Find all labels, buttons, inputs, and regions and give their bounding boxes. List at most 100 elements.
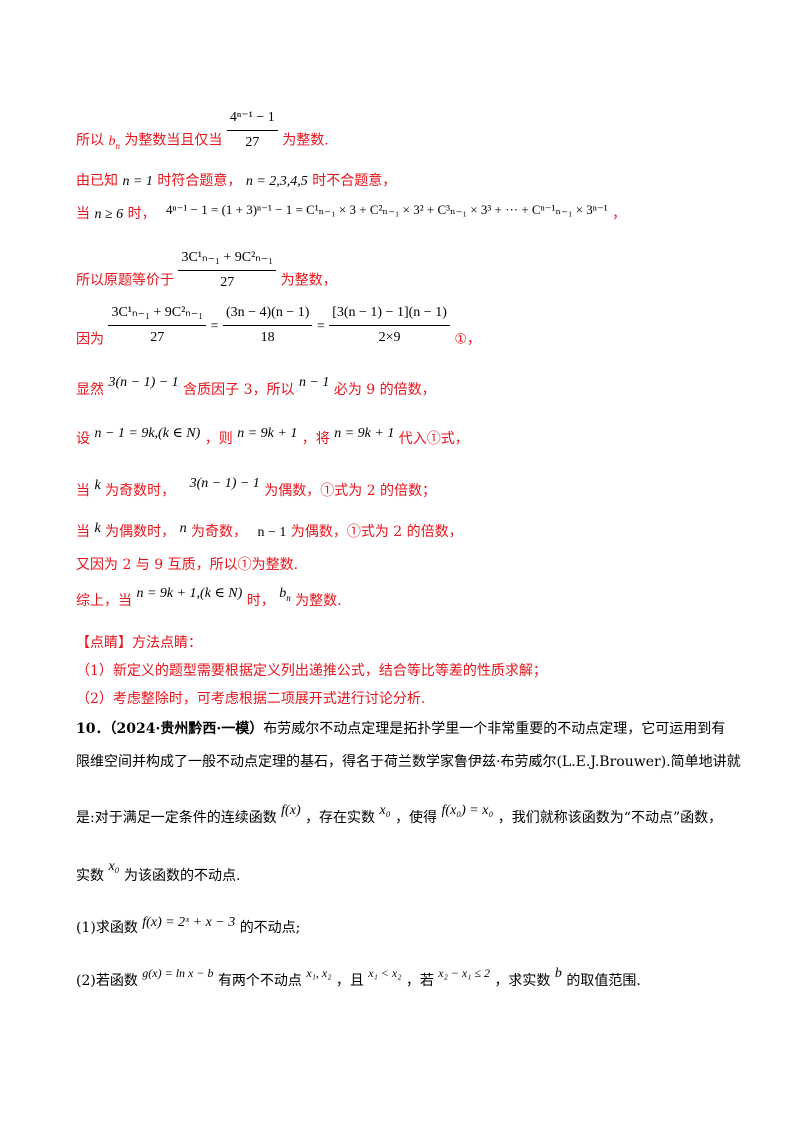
fraction-denominator: 27 — [245, 135, 260, 150]
text: 由已知 — [76, 173, 118, 189]
math-var: b — [279, 586, 287, 601]
math-subscript: n — [115, 140, 120, 151]
problem-source: （2024·贵州黔西·一模） — [109, 721, 264, 737]
fraction: 3C¹ₙ₋₁ + 9C²ₙ₋₁ 27 — [178, 248, 277, 293]
math-var: k — [94, 521, 101, 536]
text: 限维空间并构成了一般不动点定理的基石，得名于荷兰数学家鲁伊兹·布劳威尔(L.E.… — [76, 754, 741, 770]
text: （2）考虑整除时，可考虑根据二项展开式进行讨论分析. — [76, 691, 426, 707]
math-expression: n = 9k + 1 — [237, 426, 298, 441]
problem-line-4: 实数 x₀ 为该函数的不动点. — [76, 859, 240, 887]
math-expression: g(x) = ln x − b — [142, 966, 214, 980]
solution-line-3: 当 n ≥ 6 时， 4ⁿ⁻¹ − 1 = (1 + 3)ⁿ⁻¹ − 1 = C… — [76, 202, 626, 225]
text: 有两个不动点 — [217, 973, 302, 989]
text: ，使得 — [395, 810, 438, 826]
math-expression: f(x) — [281, 803, 301, 818]
fraction-numerator: (3n − 4)(n − 1) — [222, 303, 313, 326]
math-expression: x₂ − x₁ ≤ 2 — [438, 966, 490, 980]
text: (2)若函数 — [76, 973, 138, 989]
text: ，求实数 — [494, 973, 551, 989]
text: ，我们就称该函数为“不动点”函数， — [497, 810, 723, 826]
math-var: b — [554, 966, 562, 981]
text: 时不合题意， — [312, 173, 397, 189]
text: 显然 — [76, 382, 104, 398]
math-expression: n = 9k + 1,(k ∈ N) — [136, 586, 243, 601]
problem-line-2: 限维空间并构成了一般不动点定理的基石，得名于荷兰数学家鲁伊兹·布劳威尔(L.E.… — [76, 752, 741, 772]
binomial-expansion: 4ⁿ⁻¹ − 1 = (1 + 3)ⁿ⁻¹ − 1 = C¹ₙ₋₁ × 3 + … — [166, 202, 608, 217]
fraction: [3(n − 1) − 1](n − 1) 2×9 — [329, 303, 450, 348]
text: （1）新定义的题型需要根据定义列出递推公式，结合等比等差的性质求解； — [76, 663, 547, 679]
text: 是:对于满足一定条件的连续函数 — [76, 810, 277, 826]
problem-line-1: 10．（2024·贵州黔西·一模）布劳威尔不动点定理是拓扑学里一个非常重要的不动… — [76, 719, 725, 739]
solution-line-8: 当 k 为奇数时， 3(n − 1) − 1 为偶数，①式为 2 的倍数； — [76, 476, 437, 502]
fraction-denominator: 27 — [220, 275, 235, 290]
text: ，则 — [204, 431, 233, 447]
equation-label: ①， — [454, 331, 481, 348]
fraction-denominator: 27 — [150, 330, 165, 345]
text: 当 — [76, 483, 90, 499]
fraction: 4ⁿ⁻¹ − 1 27 — [226, 108, 278, 153]
math-expression: 3(n − 1) − 1 — [189, 476, 260, 491]
math-expression: x₁, x₂ — [306, 966, 332, 980]
fraction-numerator: 3C¹ₙ₋₁ + 9C²ₙ₋₁ — [108, 303, 207, 326]
text: ，存在实数 — [305, 810, 376, 826]
math-expression: n − 1 — [298, 375, 330, 390]
equals-sign: = — [316, 318, 325, 334]
text: 时， — [127, 206, 156, 222]
question-1: (1)求函数 f(x) = 2ˣ + x − 3 的不动点; — [76, 915, 300, 939]
solution-line-7: 设 n − 1 = 9k,(k ∈ N) ，则 n = 9k + 1 ，将 n … — [76, 426, 469, 450]
math-var: x₀ — [379, 803, 391, 818]
math-expression: x₁ < x₂ — [368, 966, 402, 980]
comment-title: 【点睛】方法点睛： — [76, 635, 202, 651]
text: 所以 — [76, 132, 104, 149]
solution-line-6: 显然 3(n − 1) − 1 含质因子 3，所以 n − 1 必为 9 的倍数… — [76, 375, 436, 401]
text: ，若 — [405, 973, 434, 989]
fraction: 3C¹ₙ₋₁ + 9C²ₙ₋₁ 27 — [108, 303, 207, 348]
solution-line-10: 又因为 2 与 9 互质，所以①为整数. — [76, 555, 298, 575]
text: 时符合题意， — [157, 173, 242, 189]
problem-number: 10． — [76, 721, 110, 737]
text: 又因为 2 与 9 互质，所以①为整数. — [76, 557, 299, 573]
math-var: k — [94, 478, 101, 493]
solution-line-11: 综上，当 n = 9k + 1,(k ∈ N) 时， bn 为整数. — [76, 586, 342, 616]
fraction-denominator: 2×9 — [378, 330, 401, 345]
text: 为偶数，①式为 2 的倍数； — [264, 483, 437, 499]
math-b: bn — [279, 586, 291, 603]
text: 所以原题等价于 — [76, 272, 174, 289]
math-var: b — [108, 133, 116, 149]
math-expression: n = 9k + 1 — [334, 426, 395, 441]
text: ，将 — [301, 431, 330, 447]
text: 因为 — [76, 331, 104, 348]
fraction: (3n − 4)(n − 1) 18 — [222, 303, 313, 348]
math-expression: f(x) = 2ˣ + x − 3 — [142, 915, 236, 930]
math-expression: 3(n − 1) − 1 — [108, 375, 179, 390]
fraction-denominator: 18 — [260, 330, 275, 345]
math-expression: n − 1 — [257, 525, 287, 540]
question-2: (2)若函数 g(x) = ln x − b 有两个不动点 x₁, x₂ ，且 … — [76, 966, 641, 992]
solution-line-4: 所以原题等价于 3C¹ₙ₋₁ + 9C²ₙ₋₁ 27 为整数， — [76, 250, 337, 303]
math-var: n — [179, 521, 187, 536]
math-var: x₀ — [108, 859, 120, 874]
text: 代入①式， — [398, 431, 469, 447]
text: 设 — [76, 431, 90, 447]
comment-item-2: （2）考虑整除时，可考虑根据二项展开式进行讨论分析. — [76, 689, 425, 709]
math-expression: f(x₀) = x₀ — [441, 803, 494, 818]
text: 综上，当 — [76, 593, 132, 609]
text: 为整数当且仅当 — [124, 132, 223, 149]
text: 为整数， — [280, 272, 337, 289]
text: 布劳威尔不动点定理是拓扑学里一个非常重要的不动点定理，它可运用到有 — [263, 721, 726, 737]
text: 为奇数时， — [105, 483, 176, 499]
text: 为整数. — [282, 132, 329, 149]
math-expression: n − 1 = 9k,(k ∈ N) — [94, 426, 201, 441]
text: 时， — [246, 593, 275, 609]
problem-line-3: 是:对于满足一定条件的连续函数 f(x) ，存在实数 x₀ ，使得 f(x₀) … — [76, 803, 723, 829]
text: 的取值范围. — [566, 973, 641, 989]
math-expression: n ≥ 6 — [94, 207, 124, 222]
text: 当 — [76, 206, 90, 222]
solution-line-5: 因为 3C¹ₙ₋₁ + 9C²ₙ₋₁ 27 = (3n − 4)(n − 1) … — [76, 305, 481, 362]
equals-sign: = — [210, 318, 219, 334]
text: 必为 9 的倍数， — [333, 382, 436, 398]
fraction-numerator: [3(n − 1) − 1](n − 1) — [329, 303, 450, 326]
text: 为整数. — [295, 593, 342, 609]
text: 实数 — [76, 868, 104, 884]
text: 为偶数时， — [105, 524, 176, 540]
